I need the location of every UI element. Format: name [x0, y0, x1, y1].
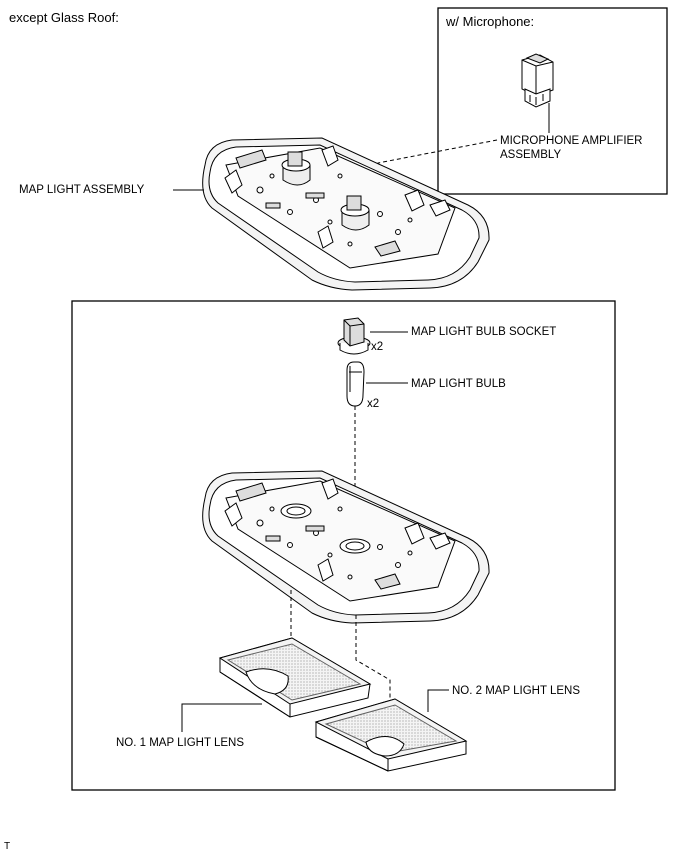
lens-2-label: NO. 2 MAP LIGHT LENS: [452, 685, 581, 697]
bulb-quantity: x2: [367, 398, 380, 410]
microphone-amplifier-icon: [521, 53, 554, 108]
top-map-light-assembly-icon: [202, 137, 490, 291]
lower-map-light-assembly-icon: [202, 470, 490, 624]
microphone-amplifier-label-line2: ASSEMBLY: [500, 149, 562, 161]
bulb-socket-label: MAP LIGHT BULB SOCKET: [411, 326, 557, 338]
bulb-icon: [346, 361, 365, 407]
detail-box-frame: [71, 300, 616, 791]
bulb-label: MAP LIGHT BULB: [411, 378, 506, 390]
lens-1-leader: [181, 703, 262, 732]
microphone-dashed-link: [375, 139, 498, 189]
map-light-assembly-label: MAP LIGHT ASSEMBLY: [19, 184, 145, 196]
microphone-amplifier-label-line1: MICROPHONE AMPLIFIER: [500, 135, 643, 147]
footer-mark: T: [4, 841, 11, 852]
except-glass-roof-heading: except Glass Roof:: [9, 10, 119, 25]
bulb-socket-icon: [337, 317, 371, 355]
lens-2-icon: [314, 698, 468, 772]
lens-1-icon: [218, 637, 372, 718]
bulb-socket-quantity: x2: [371, 341, 384, 353]
lens-2-leader: [427, 689, 449, 712]
microphone-box-frame: [437, 7, 668, 195]
microphone-condition-heading: w/ Microphone:: [446, 14, 535, 29]
lens-1-label: NO. 1 MAP LIGHT LENS: [116, 737, 245, 749]
